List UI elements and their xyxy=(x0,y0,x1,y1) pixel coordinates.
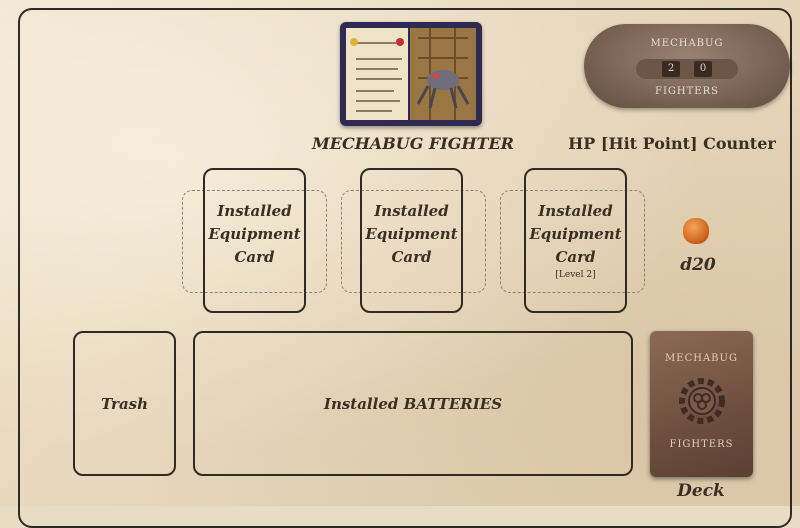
trash-zone[interactable]: Trash xyxy=(73,331,176,476)
deck-card-subtitle: FIGHTERS xyxy=(669,439,734,450)
d20-die-icon[interactable] xyxy=(683,218,709,244)
equipment-slot-1-landscape[interactable] xyxy=(182,190,327,293)
batteries-zone[interactable]: Installed BATTERIES xyxy=(193,331,633,476)
equipment-slot-3-text: Installed Equipment Card [Level 2] xyxy=(526,200,625,281)
equipment-slot-3[interactable]: Installed Equipment Card [Level 2] xyxy=(524,168,627,313)
batteries-label: Installed BATTERIES xyxy=(323,395,503,413)
equipment-slot-2-landscape[interactable] xyxy=(341,190,486,293)
fighter-label: MECHABUG FIGHTER xyxy=(312,134,514,153)
hp-counter-title: MECHABUG xyxy=(650,38,724,49)
gear-icon xyxy=(679,378,725,424)
equipment-slot-1[interactable]: Installed Equipment Card xyxy=(203,168,306,313)
hp-counter[interactable]: MECHABUG 2 0 FIGHTERS xyxy=(584,24,790,108)
deck-card-title: MECHABUG xyxy=(665,353,738,364)
d20-label: d20 xyxy=(680,255,716,275)
trash-label: Trash xyxy=(100,395,149,413)
equipment-slot-1-text: Installed Equipment Card xyxy=(208,202,301,266)
energy-icon xyxy=(350,38,358,46)
hp-dial-track xyxy=(636,59,738,79)
hp-dial-tens[interactable]: 2 xyxy=(662,61,680,77)
fighter-card-art xyxy=(410,28,476,120)
attack-icon xyxy=(396,38,404,46)
equipment-slot-2-text: Installed Equipment Card xyxy=(365,202,458,266)
equipment-level-tag: [Level 2] xyxy=(555,270,596,280)
equipment-slot-3-landscape[interactable] xyxy=(500,190,645,293)
deck-pile[interactable]: MECHABUG FIGHTERS xyxy=(650,331,753,477)
mechabug-fighter-card[interactable] xyxy=(340,22,482,126)
deck-label: Deck xyxy=(677,481,725,501)
equipment-slot-2[interactable]: Installed Equipment Card xyxy=(360,168,463,313)
fighter-card-text-panel xyxy=(346,28,408,120)
hp-counter-subtitle: FIGHTERS xyxy=(655,86,719,97)
hp-dial-ones[interactable]: 0 xyxy=(694,61,712,77)
hp-counter-label: HP [Hit Point] Counter xyxy=(568,134,776,153)
